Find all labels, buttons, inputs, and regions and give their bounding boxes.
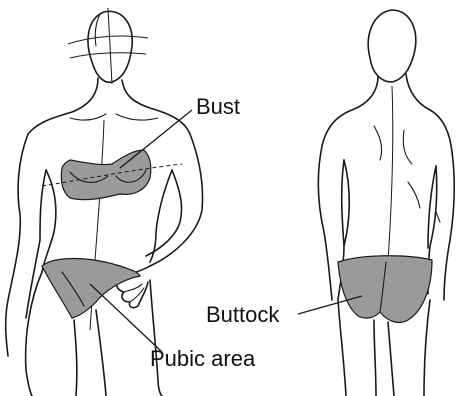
back-right-elbow-mark [436,212,440,222]
front-clavicle-right [116,114,158,120]
pubic-area-label: Pubic area [150,346,256,371]
front-neck-left [28,78,98,134]
front-left-leg [26,272,42,396]
back-left-leg-inner [374,320,376,396]
front-neck-right [122,80,190,134]
buttock-area [338,256,432,323]
front-figure [6,8,203,396]
back-head-outline [368,10,415,82]
back-neck-right [406,74,452,152]
back-right-arm-outer [444,152,454,300]
front-torso-right [150,170,172,262]
buttock-label: Buttock [206,302,280,327]
front-left-leg-inner [74,320,77,396]
back-spine-line [388,86,393,262]
front-right-leg-inner [96,310,106,396]
front-right-arm-outer [150,134,203,266]
head-guide-lines [68,8,148,84]
back-left-arm-outer [318,146,332,300]
back-right-leg-inner [388,322,394,396]
front-right-leg-outer [150,280,162,396]
front-left-arm-inner [26,170,46,318]
back-left-leg [338,300,346,396]
back-torso-left [344,160,349,246]
bust-label: Bust [196,94,240,119]
annotations: Bust Buttock Pubic area [90,94,362,371]
front-right-arm-inner [146,170,182,256]
front-hair-strand [95,14,100,46]
back-waist-crease [408,182,420,208]
back-right-shoulder-blade [403,130,412,164]
back-left-shoulder-blade [374,126,382,160]
front-left-arm-outer [6,134,28,356]
front-clavicle-left [70,114,106,120]
back-neck-left [322,76,378,146]
back-right-leg-outer [424,300,430,396]
back-figure [318,10,454,396]
